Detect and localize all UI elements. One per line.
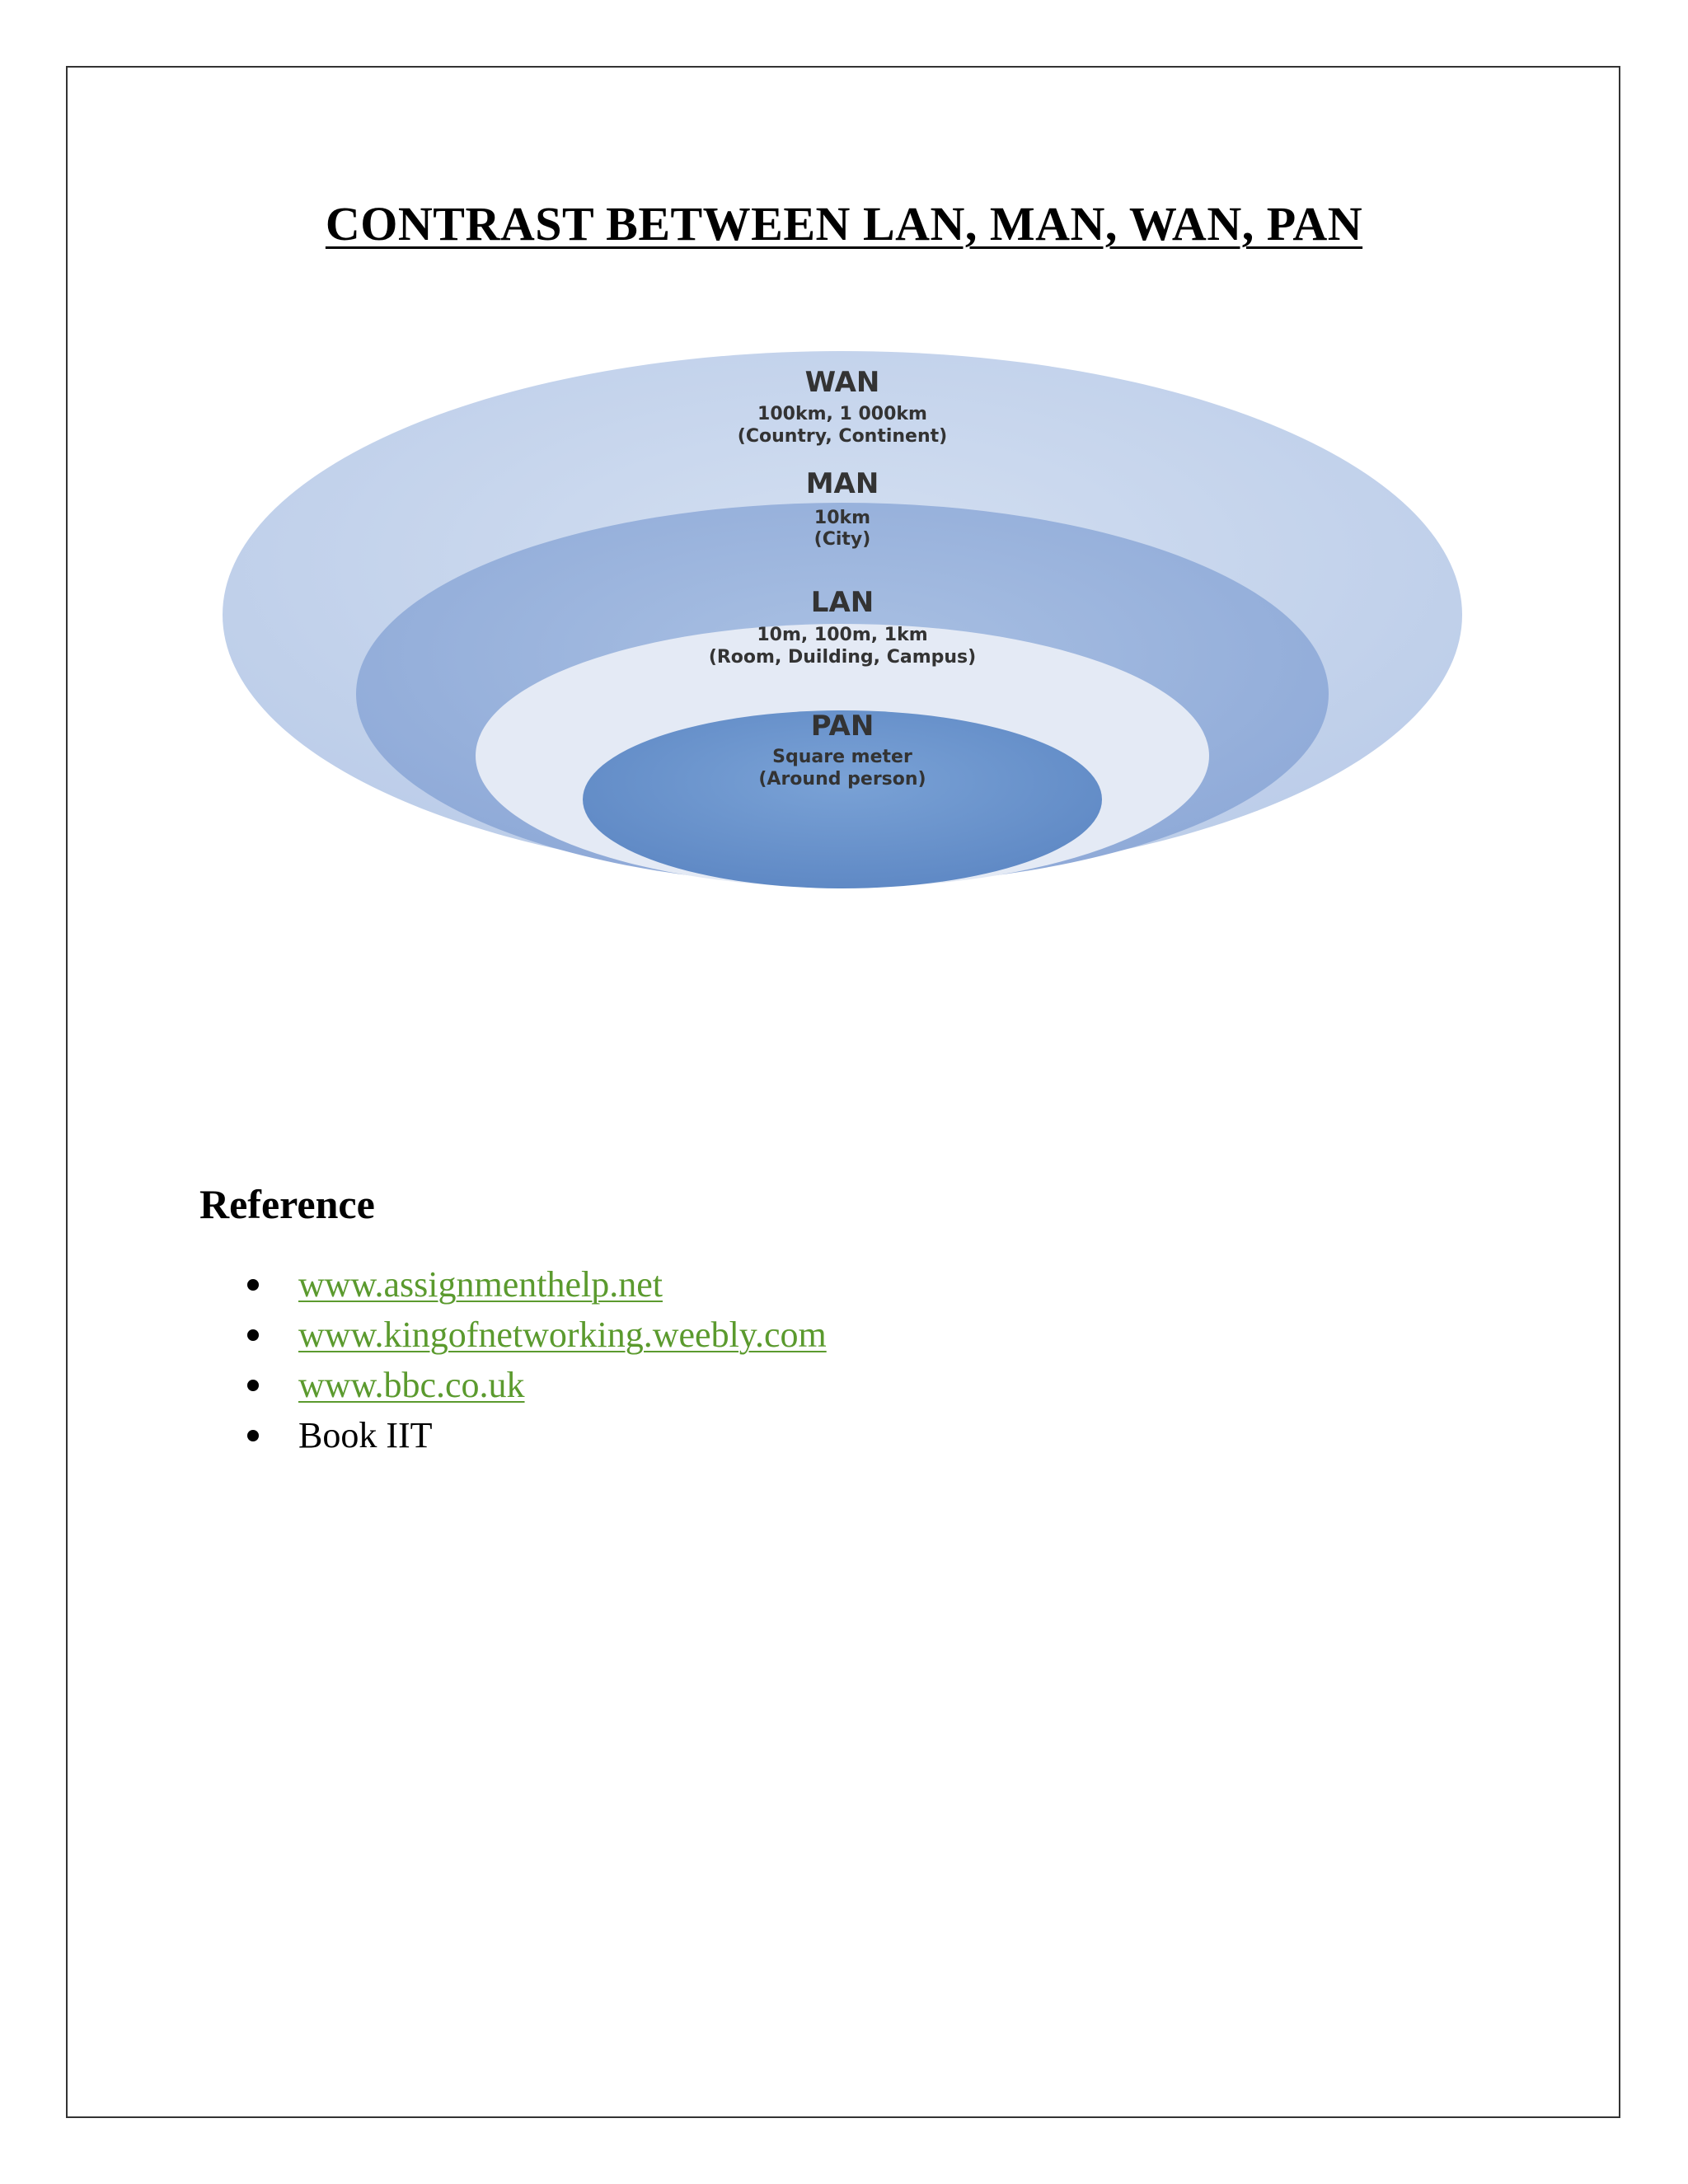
man-label: MAN [806, 467, 879, 500]
bullet-icon [247, 1430, 259, 1441]
list-item: www.assignmenthelp.net [247, 1259, 827, 1310]
reference-text-book: Book IIT [298, 1415, 433, 1455]
lan-label: LAN [811, 586, 874, 619]
man-scope: (City) [814, 529, 871, 550]
list-item: www.kingofnetworking.weebly.com [247, 1310, 827, 1360]
wan-range: 100km, 1 000km [757, 404, 927, 424]
wan-scope: (Country, Continent) [738, 426, 947, 447]
wan-label: WAN [805, 366, 880, 399]
bullet-icon [247, 1279, 259, 1291]
document-title: CONTRAST BETWEEN LAN, MAN, WAN, PAN [325, 197, 1363, 251]
reference-list: www.assignmenthelp.net www.kingofnetwork… [247, 1259, 827, 1460]
reference-link-bbc[interactable]: www.bbc.co.uk [298, 1365, 525, 1405]
pan-ring [583, 710, 1102, 888]
bullet-icon [247, 1329, 259, 1341]
reference-link-kingofnetworking[interactable]: www.kingofnetworking.weebly.com [298, 1315, 827, 1355]
network-scope-diagram: WAN 100km, 1 000km (Country, Continent) … [223, 338, 1492, 898]
lan-range: 10m, 100m, 1km [757, 625, 927, 645]
man-range: 10km [814, 508, 870, 528]
pan-label: PAN [811, 710, 874, 743]
pan-range: Square meter [772, 747, 912, 767]
reference-heading: Reference [199, 1181, 375, 1227]
list-item: Book IIT [247, 1410, 827, 1460]
reference-link-assignmenthelp[interactable]: www.assignmenthelp.net [298, 1264, 663, 1305]
page-border [66, 66, 1620, 2118]
pan-scope: (Around person) [758, 769, 926, 790]
list-item: www.bbc.co.uk [247, 1360, 827, 1410]
lan-scope: (Room, Duilding, Campus) [709, 647, 976, 668]
bullet-icon [247, 1380, 259, 1391]
